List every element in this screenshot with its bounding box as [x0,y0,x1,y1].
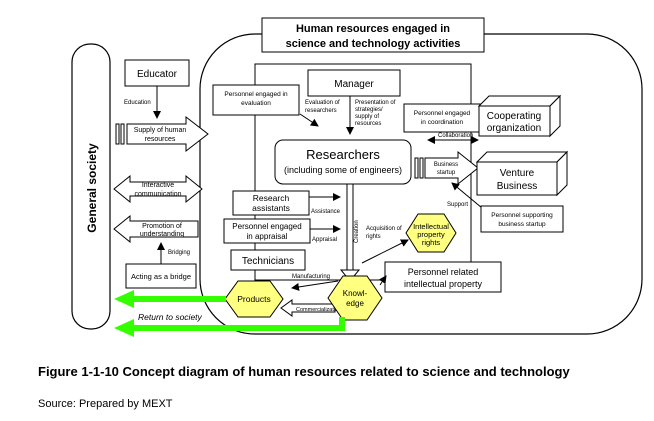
promotion-label-2: understanding [140,231,184,238]
supply-human-resources-arrow [126,115,209,153]
ip-personnel-box [384,261,502,293]
technicians-box [230,249,306,271]
supply-label-2: resources [145,136,176,143]
venture-business-box [476,161,558,196]
figure-caption: Figure 1-1-10 Concept diagram of human r… [38,364,570,379]
manufacturing-label: Manufacturing [292,274,330,280]
knowledge-label-2: edge [346,299,364,308]
return-arrow-products-head [114,290,134,308]
cooperating-organization-box [478,105,551,137]
presentation-label-2: strategies/ [355,107,383,113]
interactive-label-1: Interactive [142,182,174,189]
ip-rights-label-2: property [417,230,445,239]
eval-researchers-label-1: Evaluation of [305,100,340,106]
knowledge-hexagon [327,275,383,321]
startup-stripe-2 [419,157,424,179]
title-line-2: science and technology activities [286,38,461,50]
business-startup-arrow [424,150,479,186]
researchers-label: Researchers [306,147,380,162]
general-society-label: General society [85,143,99,233]
promotion-understanding-arrow [113,214,199,244]
interactive-label-2: communication [134,191,181,198]
coordination-label-1: Personnel engaged [414,110,471,117]
general-society-box [71,43,111,330]
evaluation-label-1: Personnel engaged in [224,91,288,98]
supply-stripe-1 [115,123,120,145]
supply-stripe-2 [120,123,125,145]
title-box [261,17,485,53]
presentation-label-4: resources [355,121,381,127]
research-assistants-box [232,190,310,216]
acting-bridge-label: Acting as a bridge [131,272,191,281]
cooperating-label-1: Cooperating [487,111,541,122]
support-label: Support [447,202,468,208]
cooperating-label-2: organization [487,123,541,134]
manager-label: Manager [334,79,374,90]
appraisal-label-2: in appraisal [247,232,288,241]
ip-rights-label-1: Intellectual [413,222,449,231]
research-assistants-label-2: assistants [252,203,290,213]
commercialization-arrow [280,299,336,317]
venture-label-2: Business [497,181,538,192]
acquisition-label-2: rights [366,234,381,240]
startup-stripe-1 [414,157,419,179]
eval-researchers-label-2: researchers [305,108,337,114]
ip-personnel-label-1: Personnel related [408,267,479,277]
business-startup-label-1: Business [434,162,458,168]
cooperating-top-face [477,95,562,107]
supply-label-1: Supply of human [134,127,187,134]
evaluation-label-2: evaluation [241,100,271,107]
collaboration-label: Collaboration [438,133,473,139]
venture-top-face [475,151,569,163]
return-arrow-knowledge-shaft [130,317,345,331]
return-arrow-knowledge-head [114,319,134,337]
presentation-label-3: supply of [355,114,379,120]
evaluation-personnel-box [212,84,300,116]
creation-label: Creation [354,220,360,243]
title-line-1: Human resources engaged in [296,23,450,35]
concept-diagram: Human resources engaged in science and t… [71,17,643,337]
products-label: Products [237,294,271,304]
ip-rights-hexagon-body [405,213,457,253]
interactive-communication-arrow [113,174,203,204]
figure-source: Source: Prepared by MEXT [38,398,173,410]
support-personnel-box [480,205,564,233]
appraisal-label-1: Personnel engaged [232,222,301,231]
eval-researchers-arrow [299,113,319,127]
research-assistants-label-1: Research [253,193,290,203]
ip-rights-label-3: rights [422,238,441,247]
researchers-sublabel: (including some of engineers) [284,165,402,175]
commercialization-label: Commercialization [296,307,341,313]
education-label: Education [124,100,151,106]
assistance-label: Assistance [311,209,341,215]
appraisal-personnel-box [223,218,311,244]
manager-box [307,69,401,97]
educator-label: Educator [137,69,178,80]
knowledge-ip-arrow [378,275,387,286]
ip-personnel-label-2: intellectual property [404,279,483,289]
coordination-label-2: in coordination [421,119,464,126]
educator-box [124,59,190,87]
acquisition-arrow [361,239,409,264]
acquisition-label-1: Acquisition of [366,226,402,232]
appraisal-arrow-label: Appraisal [312,237,337,243]
bridging-label: Bridging [168,250,190,256]
manufacturing-arrow [291,280,339,291]
technicians-label: Technicians [242,256,294,267]
coordination-personnel-box [403,103,481,133]
support-arrow [451,182,483,209]
support-personnel-label-2: business startup [498,221,546,228]
support-personnel-label-1: Personnel supporting [491,212,553,219]
business-startup-label-2: startup [437,170,456,176]
venture-label-1: Venture [500,168,535,179]
presentation-label-1: Presentation of [355,100,396,106]
researchers-box [274,139,412,185]
knowledge-label-1: Knowl- [343,289,368,298]
return-to-society-label: Return to society [138,312,203,322]
promotion-label-1: Promotion of [142,223,182,230]
